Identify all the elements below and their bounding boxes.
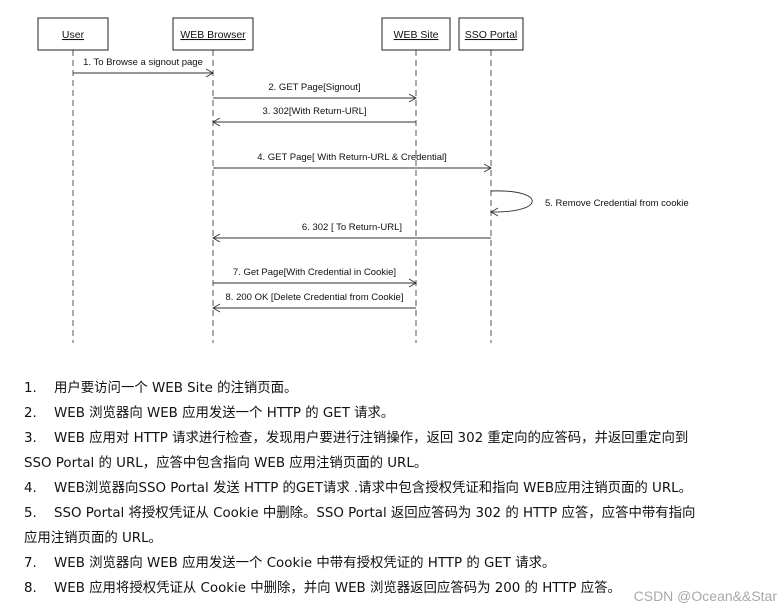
message-arrowhead-7 [408, 278, 417, 288]
watermark: CSDN @Ocean&&Star [633, 588, 777, 604]
note-item: 4. WEB浏览器向SSO Portal 发送 HTTP 的GET请求 .请求中包… [24, 476, 776, 501]
note-text: WEB 应用将授权凭证从 Cookie 中删除，并向 WEB 浏览器返回应答码为… [54, 581, 621, 596]
note-item: 1. 用户要访问一个 WEB Site 的注销页面。 [24, 376, 776, 401]
note-text: SSO Portal 将授权凭证从 Cookie 中删除。SSO Portal … [54, 506, 696, 521]
note-text: WEB 浏览器向 WEB 应用发送一个 Cookie 中带有授权凭证的 HTTP… [54, 556, 556, 571]
note-text: SSO Portal 的 URL，应答中包含指向 WEB 应用注销页面的 URL… [24, 456, 428, 471]
note-item: 8. WEB 应用将授权凭证从 Cookie 中删除，并向 WEB 浏览器返回应答… [24, 576, 776, 601]
message-arrowhead-4 [483, 163, 492, 173]
message-label-6: 6. 302 [ To Return-URL] [302, 222, 402, 233]
note-item: 7. WEB 浏览器向 WEB 应用发送一个 Cookie 中带有授权凭证的 HT… [24, 551, 776, 576]
message-label-8: 8. 200 OK [Delete Credential from Cookie… [226, 292, 404, 303]
message-arrow-5 [490, 190, 533, 213]
message-label-3: 3. 302[With Return-URL] [262, 106, 366, 117]
note-number: 7. [24, 556, 37, 571]
actor-label-site: WEB Site [394, 29, 439, 41]
actor-box-site [381, 17, 451, 51]
note-number: 3. [24, 431, 37, 446]
note-item: 2. WEB 浏览器向 WEB 应用发送一个 HTTP 的 GET 请求。 [24, 401, 776, 426]
message-label-5: 5. Remove Credential from cookie [545, 198, 689, 209]
message-arrowhead-6 [212, 233, 221, 243]
note-text: WEB 浏览器向 WEB 应用发送一个 HTTP 的 GET 请求。 [54, 406, 395, 421]
actor-box-sso [458, 17, 524, 51]
actor-label-browser: WEB Browser [180, 29, 246, 41]
note-text: 应用注销页面的 URL。 [24, 531, 162, 546]
actor-label-sso: SSO Portal [465, 29, 518, 41]
notes-list: 1. 用户要访问一个 WEB Site 的注销页面。 2. WEB 浏览器向 WEB … [24, 376, 776, 601]
actor-box-browser [172, 17, 254, 51]
note-number: 5. [24, 506, 37, 521]
note-item: 3. WEB 应用对 HTTP 请求进行检查，发现用户要进行注销操作，返回 302… [24, 426, 776, 451]
message-label-4: 4. GET Page[ With Return-URL & Credentia… [257, 152, 447, 163]
message-label-7: 7. Get Page[With Credential in Cookie] [233, 267, 396, 278]
note-item: SSO Portal 的 URL，应答中包含指向 WEB 应用注销页面的 URL… [24, 451, 776, 476]
note-item: 应用注销页面的 URL。 [24, 526, 776, 551]
note-number: 8. [24, 581, 37, 596]
note-text: WEB 应用对 HTTP 请求进行检查，发现用户要进行注销操作，返回 302 重… [54, 431, 689, 446]
message-arrowhead-1 [205, 68, 214, 78]
note-item: 5. SSO Portal 将授权凭证从 Cookie 中删除。SSO Porta… [24, 501, 776, 526]
note-number: 4. [24, 481, 37, 496]
note-text: WEB浏览器向SSO Portal 发送 HTTP 的GET请求 .请求中包含授… [54, 481, 693, 496]
message-arrowhead-5 [490, 207, 499, 217]
actor-box-user [37, 17, 109, 51]
note-text: 用户要访问一个 WEB Site 的注销页面。 [54, 381, 298, 396]
sequence-diagram: User WEB Browser WEB Site SSO Portal 1. To B… [37, 17, 689, 343]
message-label-1: 1. To Browse a signout page [83, 57, 203, 68]
message-arrowhead-2 [408, 93, 417, 103]
message-arrowhead-3 [212, 117, 221, 127]
message-label-2: 2. GET Page[Signout] [268, 82, 360, 93]
message-arrowhead-8 [212, 303, 221, 313]
note-number: 2. [24, 406, 37, 421]
note-number: 1. [24, 381, 37, 396]
actor-label-user: User [62, 29, 85, 41]
